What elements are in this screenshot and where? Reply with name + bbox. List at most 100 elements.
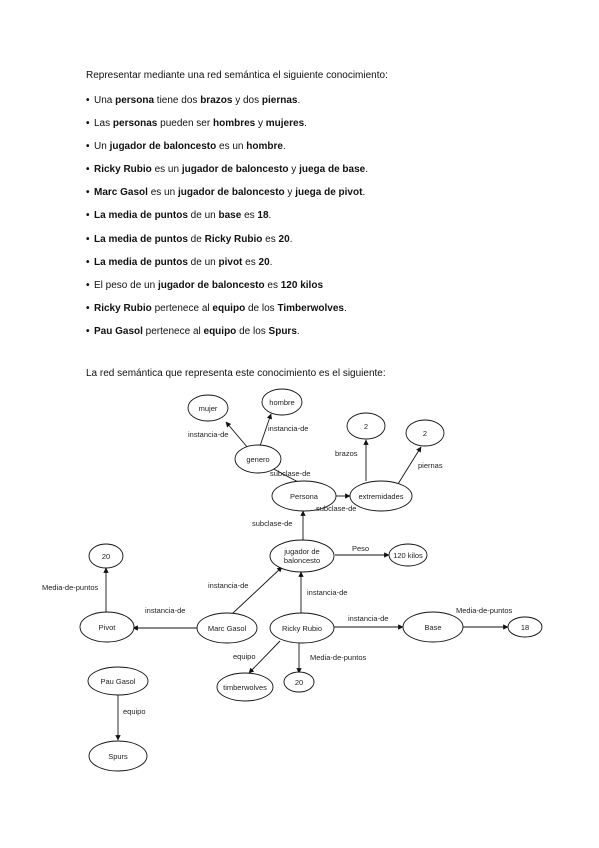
knowledge-item: •Marc Gasol es un jugador de baloncesto … <box>86 186 368 209</box>
bullet-icon: • <box>86 141 90 153</box>
bullet-icon: • <box>86 279 90 291</box>
bullet-icon: • <box>86 95 90 106</box>
bullet-icon: • <box>86 233 90 245</box>
node-label-dos-brazos: 2 <box>364 422 368 431</box>
edge-label-equipo-pau: equipo <box>123 707 146 716</box>
node-label-persona: Persona <box>290 492 319 501</box>
edge-label-brazos: brazos <box>335 449 358 458</box>
node-ciento-veinte <box>388 543 428 567</box>
bold-term: 20 <box>258 256 270 268</box>
bold-term: juega de base <box>299 164 366 176</box>
node-persona <box>271 480 337 512</box>
node-label-mujer: mujer <box>199 404 218 413</box>
edge-label-instancia-base: instancia-de <box>348 614 388 623</box>
plain-text: es <box>264 279 281 291</box>
node-label-spurs: Spurs <box>108 752 128 761</box>
bold-term: jugador de baloncesto <box>177 187 285 199</box>
node-marc-gasol <box>196 612 258 644</box>
node-timberwolves <box>216 672 274 702</box>
node-veinte-pivot <box>88 543 124 569</box>
plain-text: . <box>268 210 272 222</box>
knowledge-item: •Un jugador de baloncesto es un hombre. <box>86 140 368 163</box>
node-label-genero: genero <box>246 455 269 464</box>
knowledge-item: •Pau Gasol pertenece al equipo de los Sp… <box>86 325 368 348</box>
plain-text: . <box>282 141 286 153</box>
bold-term: La media de puntos <box>94 256 188 268</box>
knowledge-item: •Ricky Rubio pertenece al equipo de los … <box>86 302 368 325</box>
bold-term: brazos <box>200 95 233 106</box>
node-label-dos-piernas: 2 <box>423 429 427 438</box>
node-pivot <box>79 611 135 643</box>
bold-term: La media de puntos <box>94 233 188 245</box>
bold-term: Pau Gasol <box>94 325 143 337</box>
bold-term: Ricky Rubio <box>94 302 152 314</box>
bullet-icon: • <box>86 256 90 268</box>
edge-label-instancia-mujer: instancia-de <box>188 430 228 439</box>
node-dos-brazos <box>346 412 386 440</box>
node-extremidades <box>349 480 413 512</box>
node-label-pivot: Pivot <box>99 623 117 632</box>
plain-text: tiene dos <box>154 95 201 106</box>
bullet-icon: • <box>86 118 90 130</box>
knowledge-list: •Una persona tiene dos brazos y dos pier… <box>86 94 368 348</box>
edge-label-subclase-extremidades: subclase-de <box>316 504 356 513</box>
plain-text: es <box>262 233 279 245</box>
bold-term: hombres <box>212 118 256 130</box>
node-veinte-ricky <box>283 671 315 693</box>
plain-text: es <box>242 256 259 268</box>
bullet-icon: • <box>86 164 90 176</box>
plain-text: de los <box>236 325 269 337</box>
plain-text: El peso de un <box>94 279 158 291</box>
edge-label-subclase-genero: subclase-de <box>270 469 310 478</box>
edge-extremidades-piernas <box>397 446 422 485</box>
node-label-dieciocho: 18 <box>521 623 529 632</box>
edge-label-media-ricky: Media-de-puntos <box>310 653 367 662</box>
bold-term: 18 <box>257 210 269 222</box>
node-label-ciento-veinte: 120 kilos <box>393 551 423 560</box>
edge-label-piernas: piernas <box>418 461 443 470</box>
bold-term: La media de puntos <box>94 210 188 222</box>
bullet-icon: • <box>86 325 90 337</box>
plain-text: es <box>241 210 258 222</box>
edge-label-subclase-jugador: subclase-de <box>252 519 292 528</box>
plain-text: y dos <box>232 95 262 106</box>
knowledge-item: •La media de puntos de Ricky Rubio es 20… <box>86 233 368 256</box>
bold-term: equipo <box>203 325 237 337</box>
plain-text: Las <box>94 118 113 130</box>
plain-text: Una <box>94 95 116 106</box>
semantic-network: mujer hombre genero Persona extremidades… <box>42 388 543 772</box>
bold-term: pivot <box>218 256 243 268</box>
node-dieciocho <box>507 616 543 638</box>
plain-text: . <box>365 164 368 176</box>
node-label-veinte-pivot: 20 <box>102 552 110 561</box>
node-ricky-rubio <box>269 612 335 644</box>
knowledge-item: •Una persona tiene dos brazos y dos pier… <box>86 94 368 117</box>
plain-text: . <box>297 95 301 106</box>
plain-text: y <box>255 118 266 130</box>
knowledge-item: •Ricky Rubio es un jugador de baloncesto… <box>86 163 368 186</box>
bold-term: Spurs <box>268 325 297 337</box>
edge-marc-jugador <box>231 566 283 615</box>
node-label-ricky-rubio: Ricky Rubio <box>282 624 322 633</box>
knowledge-item: •Las personas pueden ser hombres y mujer… <box>86 117 368 140</box>
bold-term: Ricky Rubio <box>94 164 152 176</box>
knowledge-item: •La media de puntos de un pivot es 20. <box>86 256 368 279</box>
node-label-extremidades: extremidades <box>358 492 403 501</box>
edge-label-peso: Peso <box>352 544 369 553</box>
bullet-icon: • <box>86 210 90 222</box>
edge-label-instancia-hombre: instancia-de <box>268 424 308 433</box>
edge-label-instancia-marc: instancia-de <box>208 581 248 590</box>
node-hombre <box>261 388 303 416</box>
edge-label-media-base: Media-de-puntos <box>456 606 513 615</box>
node-label-timberwolves: timberwolves <box>223 683 267 692</box>
node-label-marc-gasol: Marc Gasol <box>208 624 247 633</box>
knowledge-item: •La media de puntos de un base es 18. <box>86 209 368 232</box>
node-jugador <box>269 539 335 573</box>
bold-term: base <box>218 210 242 222</box>
bold-term: equipo <box>212 302 246 314</box>
edge-label-instancia-pivot: instancia-de <box>145 606 185 615</box>
edge-label-media-pivot: Media-de-puntos <box>42 583 99 592</box>
plain-text: es un <box>151 164 182 176</box>
plain-text: . <box>269 256 273 268</box>
